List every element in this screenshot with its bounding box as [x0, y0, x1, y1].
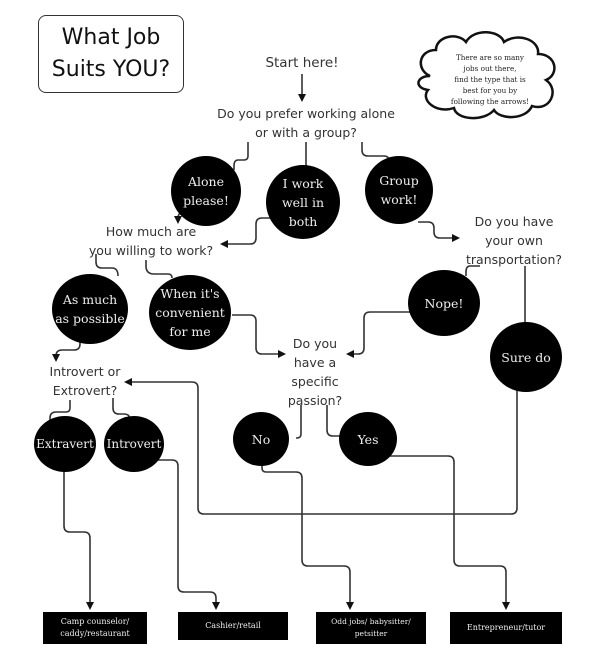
answer-group[interactable]: Group work!	[365, 156, 433, 224]
result-odd-jobs[interactable]: Odd jobs/ babysitter/ petsitter	[316, 612, 426, 644]
answer-convenient[interactable]: When it's convenient for me	[149, 275, 231, 350]
line-passion-yes	[326, 405, 340, 437]
arrow-extra-camp	[63, 468, 94, 610]
answer-sure-do[interactable]: Sure do	[490, 322, 562, 392]
answer-yes[interactable]: Yes	[339, 412, 397, 466]
answer-extravert[interactable]: Extravert	[34, 416, 96, 472]
title-line-1: What Job	[61, 25, 161, 50]
result-camp-counselor[interactable]: Camp counselor/ caddy/restaurant	[43, 612, 147, 644]
arrow-suredo-introextro	[124, 378, 518, 515]
title-box: What Job Suits YOU?	[38, 15, 184, 93]
line-howmuch-convenient	[145, 260, 173, 279]
question-passion: Do you have a specific passion?	[287, 336, 343, 408]
result-entrepreneur[interactable]: Entrepreneur/tutor	[450, 612, 562, 644]
answer-alone[interactable]: Alone please!	[171, 156, 241, 226]
answer-nope[interactable]: Nope!	[408, 270, 480, 336]
answer-introvert[interactable]: Introvert	[104, 416, 164, 472]
arrow-group-transport	[418, 221, 460, 242]
question-alone-or-group: Do you prefer working alone or with a gr…	[217, 106, 395, 140]
line-howmuch-asmuch	[95, 254, 119, 277]
arrow-no-oddjobs	[261, 463, 354, 610]
arrow-intro-cashier	[152, 459, 220, 610]
cloud-shape	[417, 31, 556, 120]
line-passion-no	[296, 405, 302, 439]
arrow-both-howmuch	[220, 217, 272, 248]
cloud-text: There are so many jobs out there, find t…	[450, 53, 530, 106]
start-label: Start here!	[265, 55, 339, 71]
result-cashier[interactable]: Cashier/retail	[178, 612, 288, 640]
line-transport-nope	[465, 265, 480, 276]
line-introextro-extra	[49, 400, 71, 424]
arrow-yes-entrepreneur	[385, 455, 510, 610]
title-line-2: Suits YOU?	[51, 57, 171, 82]
arrow-convenient-passion	[232, 314, 286, 358]
answer-as-much[interactable]: As much as possible	[52, 274, 128, 344]
arrow-nope-passion	[346, 311, 412, 358]
question-transportation: Do you have your own transportation?	[466, 214, 562, 267]
arrow-asmuch-introextro	[52, 340, 81, 362]
answer-both[interactable]: I work well in both	[266, 165, 340, 239]
question-intro-extro: Introvert or Extrovert?	[49, 364, 121, 398]
answer-no[interactable]: No	[233, 412, 289, 466]
line-q1-alone	[233, 142, 249, 170]
question-how-much-work: How much are you willing to work?	[88, 224, 214, 258]
